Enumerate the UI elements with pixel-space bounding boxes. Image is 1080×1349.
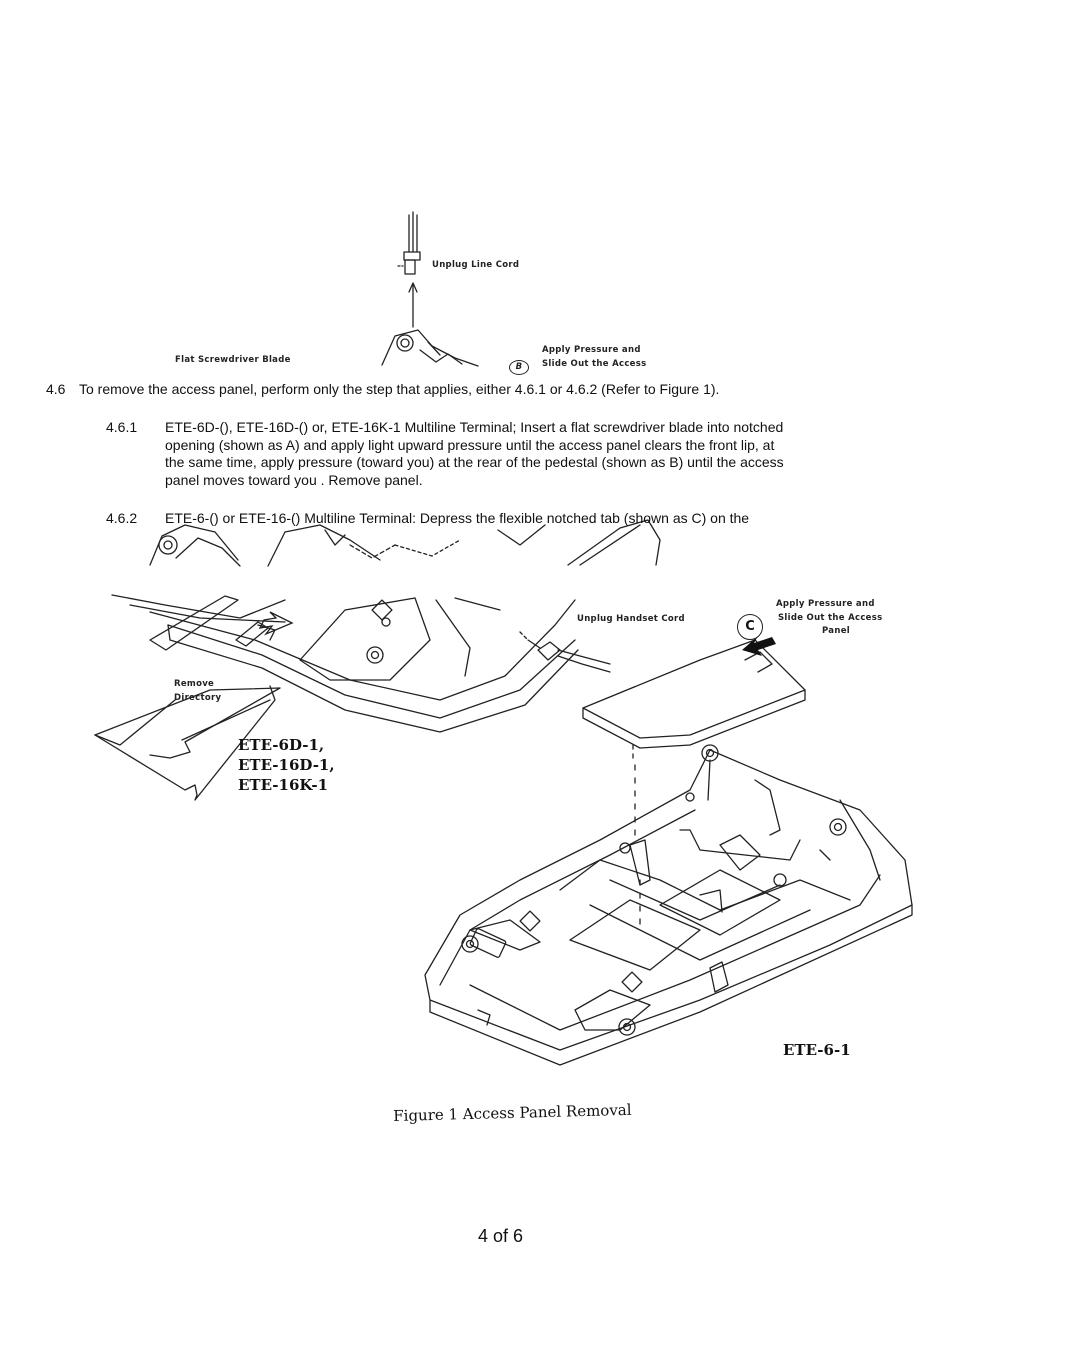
step-4-6-2-text: ETE-6-() or ETE-16-() Multiline Terminal…	[165, 510, 750, 526]
right-terminal-drawing	[424, 744, 913, 1066]
marker-c-label: C	[737, 614, 763, 640]
step-4-6-2-number: 4.6.2	[106, 510, 138, 526]
model-list-left: ETE-6D-1, ETE-16D-1, ETE-16K-1	[238, 735, 335, 795]
model-right: ETE-6-1	[783, 1041, 851, 1059]
model-name: ETE-6D-1,	[238, 736, 325, 754]
pedestal-sketch-drawing	[381, 329, 479, 367]
model-name: ETE-16K-1	[238, 776, 329, 794]
line-cord-drawing	[397, 211, 421, 328]
panel-label: Panel	[822, 626, 850, 636]
step-4-6-1-line: opening (shown as A) and apply light upw…	[165, 436, 775, 453]
marker-b-label: B	[509, 360, 529, 375]
arrow-icons	[258, 611, 776, 656]
directory-label: Directory	[174, 693, 222, 703]
step-4-6-number: 4.6	[46, 381, 66, 397]
marker-b-badge: B	[509, 356, 529, 375]
step-4-6-1-line: panel moves toward you . Remove panel.	[165, 471, 423, 488]
apply-pressure-label-c: Apply Pressure and	[776, 599, 875, 609]
step-4-6-1-line: the same time, apply pressure (toward yo…	[165, 454, 784, 470]
step-4-6-1-text: ETE-6D-(), ETE-16D-() or, ETE-16K-1 Mult…	[165, 419, 1025, 489]
flat-screwdriver-blade-label: Flat Screwdriver Blade	[175, 355, 291, 365]
remove-label: Remove	[174, 679, 215, 689]
slide-out-access-label-b: Slide Out the Access	[542, 359, 647, 369]
model-name: ETE-16D-1,	[238, 756, 335, 774]
handset-cord-drawing	[519, 631, 611, 673]
apply-pressure-label-b: Apply Pressure and	[542, 345, 641, 355]
step-4-6-1-line: ETE-6D-(), ETE-16D-() or, ETE-16K-1 Mult…	[165, 419, 784, 435]
slide-out-access-label-c: Slide Out the Access	[778, 613, 883, 623]
overlap-fragment-drawing	[149, 519, 661, 567]
page-number: 4 of 6	[478, 1226, 524, 1246]
left-terminal-drawing	[94, 594, 579, 801]
step-4-6-text: To remove the access panel, perform only…	[79, 381, 720, 397]
step-4-6-1-number: 4.6.1	[106, 419, 138, 435]
unplug-handset-cord-label: Unplug Handset Cord	[577, 614, 685, 624]
unplug-line-cord-label: Unplug Line Cord	[432, 260, 520, 270]
access-panel-drawing	[582, 639, 806, 926]
marker-c-badge: C	[737, 614, 763, 640]
